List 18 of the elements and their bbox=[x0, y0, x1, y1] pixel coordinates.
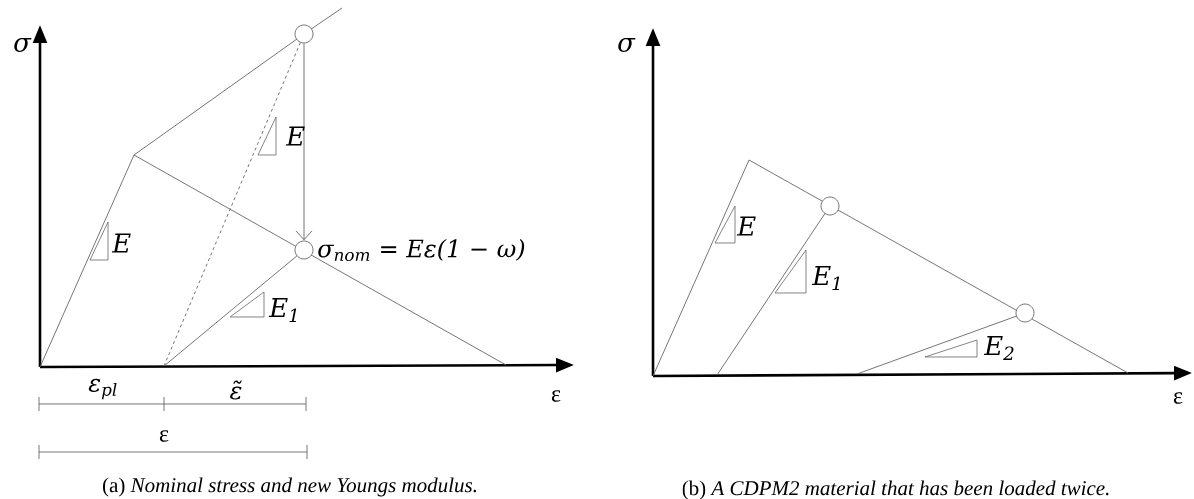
dimension-label: ε$_{pl}$ bbox=[88, 378, 117, 400]
slope-label: E bbox=[736, 216, 756, 236]
slope-label: E bbox=[285, 126, 305, 146]
slope-label: E bbox=[111, 233, 131, 253]
axis-label: ε bbox=[551, 390, 561, 402]
axis-label: ε bbox=[1173, 392, 1183, 404]
formula-label: σ$_{nom}$ = Eε(1 − ω) bbox=[318, 238, 525, 262]
arrow bbox=[295, 43, 313, 241]
dimension-label: ε̃ bbox=[230, 380, 242, 400]
marker-circle bbox=[820, 196, 840, 216]
dimension-label: ε bbox=[159, 430, 169, 442]
marker-circle bbox=[294, 240, 314, 260]
axis-label: σ bbox=[14, 38, 32, 52]
caption: (b) A CDPM2 material that has been loaded twice. bbox=[682, 480, 1109, 499]
caption: (a) Nominal stress and new Youngs modulus. bbox=[103, 477, 477, 497]
marker-circle bbox=[1015, 303, 1035, 323]
marker-circle bbox=[294, 24, 314, 44]
axis-label: σ bbox=[618, 38, 636, 52]
